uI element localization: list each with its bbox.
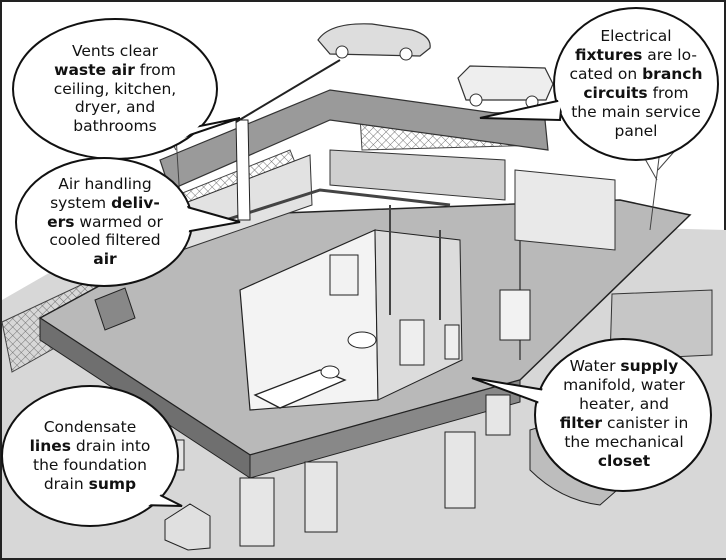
callout-air: Air handling system deliv- ers warmed or…: [22, 172, 188, 272]
condensate-line1: Condensate: [43, 418, 137, 437]
electrical-line1: Electrical: [600, 27, 672, 46]
condensate-bold-lines: lines: [29, 437, 71, 456]
toilet: [320, 365, 340, 379]
vent-beam: [235, 59, 341, 123]
interior-wall-b: [329, 149, 506, 201]
air-line4: cooled filtered: [49, 231, 161, 250]
pier-1: [239, 477, 275, 547]
air-line3: warmed or: [74, 212, 163, 231]
electrical-bold-fixtures: fixtures: [575, 46, 643, 65]
electrical-line6: panel: [614, 121, 658, 140]
vents-line5: bathrooms: [73, 117, 157, 136]
electrical-line3: cated on: [569, 65, 643, 84]
water-line4: canister in: [602, 414, 689, 432]
water-bold-closet: closet: [597, 451, 651, 470]
car-outline: [317, 23, 431, 61]
interior-wall-c: [514, 169, 616, 251]
condensate-line4: drain: [43, 474, 89, 493]
air-bold-ers: ers: [47, 212, 75, 231]
vents-line4: dryer, and: [74, 98, 156, 117]
condensate-line3: the foundation: [33, 456, 147, 474]
vents-line1: Vents clear: [71, 41, 159, 60]
water-line1: Water: [569, 357, 621, 376]
ac-unit: [94, 287, 136, 331]
water-line2: manifold, water: [563, 376, 685, 395]
water-bold-supply: supply: [620, 357, 679, 376]
bathtub: [253, 369, 347, 409]
callout-vents: Vents clear waste air from ceiling, kitc…: [25, 35, 205, 143]
electrical-bold-branch: branch: [642, 65, 703, 84]
pier-5: [485, 394, 511, 436]
sink: [347, 331, 377, 349]
callout-condensate: Condensate lines drain into the foundati…: [8, 404, 172, 508]
electrical-line4: from: [647, 84, 689, 102]
electrical-bold-circuits: circuits: [583, 84, 648, 102]
callout-water: Water supply manifold, water heater, and…: [540, 348, 708, 480]
water-bold-filter: filter: [559, 414, 603, 432]
vents-bold-waste-air: waste air: [54, 60, 135, 79]
vents-line2: from: [134, 60, 176, 79]
air-bold-deliv: deliv-: [111, 193, 160, 212]
condensate-bold-sump: sump: [88, 474, 137, 493]
washer: [499, 289, 531, 341]
air-line1: Air handling: [58, 174, 152, 193]
callout-pointer-electrical: [479, 98, 564, 122]
callout-electrical: Electrical fixtures are lo- cated on bra…: [556, 18, 716, 150]
filter-canister: [444, 324, 460, 360]
electrical-line5: the main service: [571, 102, 701, 121]
water-line3: heater, and: [579, 395, 669, 414]
electrical-line2: are lo-: [642, 46, 697, 65]
air-line2: system: [50, 193, 112, 212]
pier-3: [444, 431, 476, 509]
appliance: [329, 254, 359, 296]
slab-edge-front: [249, 379, 521, 479]
vents-line3: ceiling, kitchen,: [53, 79, 177, 98]
air-bold-air: air: [93, 250, 117, 269]
condensate-line2: drain into: [71, 437, 151, 456]
water-line5: the mechanical: [564, 432, 684, 451]
water-heater: [399, 319, 425, 366]
vent-stack: [235, 119, 251, 221]
pier-2: [304, 461, 338, 533]
drain-sump: [164, 503, 211, 551]
